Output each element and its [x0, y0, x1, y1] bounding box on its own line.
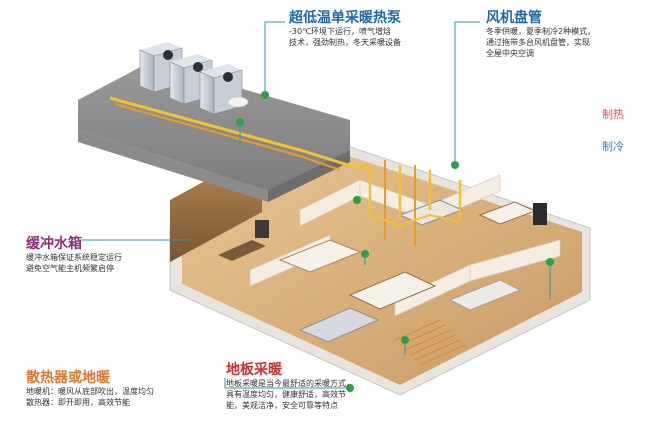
callout-radiator: 散热器或地暖 地暖机：暖风从底部吹出，温度均匀 散热器：即开即用，高效节能	[26, 370, 154, 408]
floor-heating-title: 地板采暖	[226, 362, 282, 378]
fan-coil-desc-line: 全屋中央空调	[486, 49, 534, 58]
legend-heating-label: 制热	[602, 108, 624, 121]
legend-cooling-label: 制冷	[602, 140, 624, 153]
callout-leader-lines	[79, 21, 551, 389]
radiator-title: 散热器或地暖	[26, 370, 110, 386]
floor-heating-desc-line: 地板采暖是当今最舒适的采暖方式，	[226, 379, 354, 388]
legend-heating: 制热	[602, 108, 624, 121]
floor-heating-desc-line: 能，美观洁净，安全可靠等特点	[226, 401, 338, 410]
callout-fan-coil: 风机盘管 冬季供暖，夏季制冷2种模式， 通过拖带多台风机盘管，实现 全屋中央空调	[486, 10, 595, 59]
heat-pump-desc-line: -30℃环境下运行，喷气增焓	[289, 27, 392, 36]
heat-pump-desc-line: 技术，强劲制热，冬天采暖设备	[289, 38, 401, 47]
heat-pump-units-icon	[139, 42, 249, 115]
roof-slab-front	[268, 150, 350, 202]
fan-coil-title: 风机盘管	[486, 10, 542, 26]
buffer-tank-desc-line: 缓冲水箱保证系统稳定运行	[26, 253, 122, 262]
callout-floor-heating: 地板采暖 地板采暖是当今最舒适的采暖方式， 具有温度均匀，健康舒适，高效节 能，…	[226, 362, 354, 411]
fan-coil-desc-line: 冬季供暖，夏季制冷2种模式，	[486, 27, 596, 36]
heating-pipes	[109, 96, 462, 245]
floor-heating-desc-line: 具有温度均匀，健康舒适，高效节	[226, 390, 346, 399]
furniture	[218, 199, 547, 343]
radiator-desc-line: 地暖机：暖风从底部吹出，温度均匀	[26, 387, 154, 396]
callout-heat-pump: 超低温单采暖热泵 -30℃环境下运行，喷气增焓 技术，强劲制热，冬天采暖设备	[289, 10, 401, 48]
house-floor	[182, 150, 582, 385]
floor-heating-coil	[394, 319, 466, 366]
callout-buffer-tank: 缓冲水箱 缓冲水箱保证系统稳定运行 避免空气能主机频繁启停	[26, 236, 122, 274]
buffer-tank-title: 缓冲水箱	[26, 236, 82, 252]
buffer-tank-desc-line: 避免空气能主机频繁启停	[26, 264, 114, 273]
fan-coil-desc-line: 通过拖带多台风机盘管，实现	[486, 38, 590, 47]
radiator-desc-line: 散热器：即开即用，高效节能	[26, 398, 130, 407]
legend-cooling: 制冷	[602, 140, 624, 153]
heat-pump-title: 超低温单采暖热泵	[289, 10, 401, 26]
roof-slab-side	[78, 130, 268, 202]
